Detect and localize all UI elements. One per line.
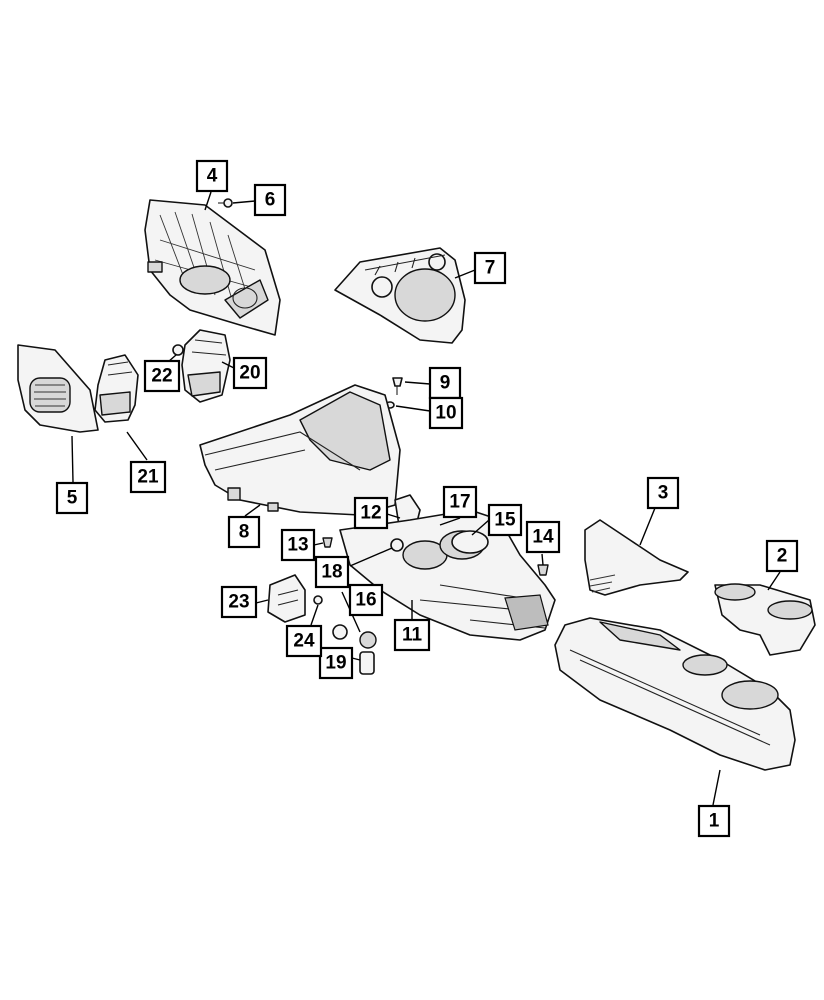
part-4-bezel-panel xyxy=(144,199,281,336)
callout-20: 20 xyxy=(232,356,268,390)
callout-4: 4 xyxy=(195,159,229,193)
svg-text:17: 17 xyxy=(449,492,470,513)
leader-15 xyxy=(471,519,490,536)
leader-24 xyxy=(310,604,319,626)
svg-text:15: 15 xyxy=(494,510,516,531)
part-5-left-bezel xyxy=(17,344,99,433)
part-3-trim-cover xyxy=(584,519,689,596)
svg-text:24: 24 xyxy=(293,631,315,652)
leader-20 xyxy=(221,361,235,369)
svg-text:1: 1 xyxy=(709,811,720,832)
callout-24: 24 xyxy=(285,624,323,658)
callout-10: 10 xyxy=(428,396,464,430)
svg-text:5: 5 xyxy=(67,488,78,509)
svg-text:23: 23 xyxy=(228,592,249,613)
callout-6: 6 xyxy=(253,183,287,217)
leader-12 xyxy=(386,513,401,519)
leader-18 xyxy=(349,547,393,567)
svg-text:2: 2 xyxy=(777,546,788,567)
callout-14: 14 xyxy=(525,520,561,554)
callout-12: 12 xyxy=(353,496,389,530)
svg-text:22: 22 xyxy=(151,366,172,387)
svg-text:11: 11 xyxy=(402,625,423,646)
callout-22: 22 xyxy=(143,359,181,393)
part-2-cupholder xyxy=(714,583,816,656)
part-6-screw xyxy=(218,198,233,208)
callout-11: 11 xyxy=(393,618,431,652)
leader-13 xyxy=(313,542,324,546)
callout-21: 21 xyxy=(129,460,167,494)
leader-17 xyxy=(439,517,461,526)
part-22-clip xyxy=(172,344,184,356)
part-11-console-base xyxy=(339,509,556,641)
callout-8: 8 xyxy=(227,515,261,549)
part-21-duct xyxy=(94,354,139,423)
svg-text:12: 12 xyxy=(360,503,381,524)
leader-5 xyxy=(71,435,74,483)
svg-text:9: 9 xyxy=(440,373,451,394)
callout-1: 1 xyxy=(697,804,731,838)
svg-text:7: 7 xyxy=(485,258,496,279)
callout-18: 18 xyxy=(314,555,350,589)
leader-10 xyxy=(395,405,431,412)
part-13-clip xyxy=(322,537,333,548)
part-1-rear-console xyxy=(554,617,796,771)
callout-2: 2 xyxy=(765,539,799,573)
leader-14 xyxy=(541,553,544,566)
callout-15: 15 xyxy=(487,503,523,537)
leader-23 xyxy=(255,599,269,604)
callout-13: 13 xyxy=(280,528,316,562)
part-15-cupholder-insert xyxy=(451,530,489,554)
part-14-clip xyxy=(537,564,549,576)
leader-6 xyxy=(232,200,256,204)
part-19-socket-plug xyxy=(359,651,375,675)
part-20-duct xyxy=(181,329,231,403)
svg-text:21: 21 xyxy=(137,467,159,488)
part-9-screw xyxy=(392,377,403,395)
leader-7 xyxy=(454,269,476,279)
leader-lines xyxy=(71,191,781,806)
leader-19 xyxy=(351,657,361,661)
callout-19: 19 xyxy=(318,646,354,680)
svg-text:19: 19 xyxy=(325,653,346,674)
svg-text:3: 3 xyxy=(658,483,669,504)
callout-7: 7 xyxy=(473,251,507,285)
leader-3 xyxy=(639,507,656,546)
callout-16: 16 xyxy=(348,583,384,617)
leader-9 xyxy=(404,381,431,385)
part-16-socket xyxy=(332,624,377,649)
svg-text:20: 20 xyxy=(239,363,260,384)
svg-text:10: 10 xyxy=(435,403,456,424)
svg-text:18: 18 xyxy=(321,562,342,583)
leader-1 xyxy=(712,769,721,806)
leader-4 xyxy=(204,191,212,211)
svg-text:13: 13 xyxy=(287,535,308,556)
part-7-upper-bezel xyxy=(334,247,466,344)
svg-text:8: 8 xyxy=(239,522,250,543)
leader-8 xyxy=(244,504,261,517)
part-18-outlet xyxy=(390,538,404,552)
leader-21 xyxy=(126,431,148,461)
svg-text:4: 4 xyxy=(207,166,218,187)
svg-text:16: 16 xyxy=(355,590,376,611)
callout-3: 3 xyxy=(646,476,680,510)
svg-text:6: 6 xyxy=(265,190,276,211)
part-23-bracket xyxy=(267,574,306,623)
svg-text:14: 14 xyxy=(532,527,554,548)
part-8-lower-cover xyxy=(199,384,401,516)
callout-9: 9 xyxy=(428,366,462,400)
callout-17: 17 xyxy=(442,485,478,519)
callout-5: 5 xyxy=(55,481,89,515)
part-24-screw xyxy=(313,595,323,605)
callout-23: 23 xyxy=(220,585,258,619)
leader-2 xyxy=(767,571,781,591)
